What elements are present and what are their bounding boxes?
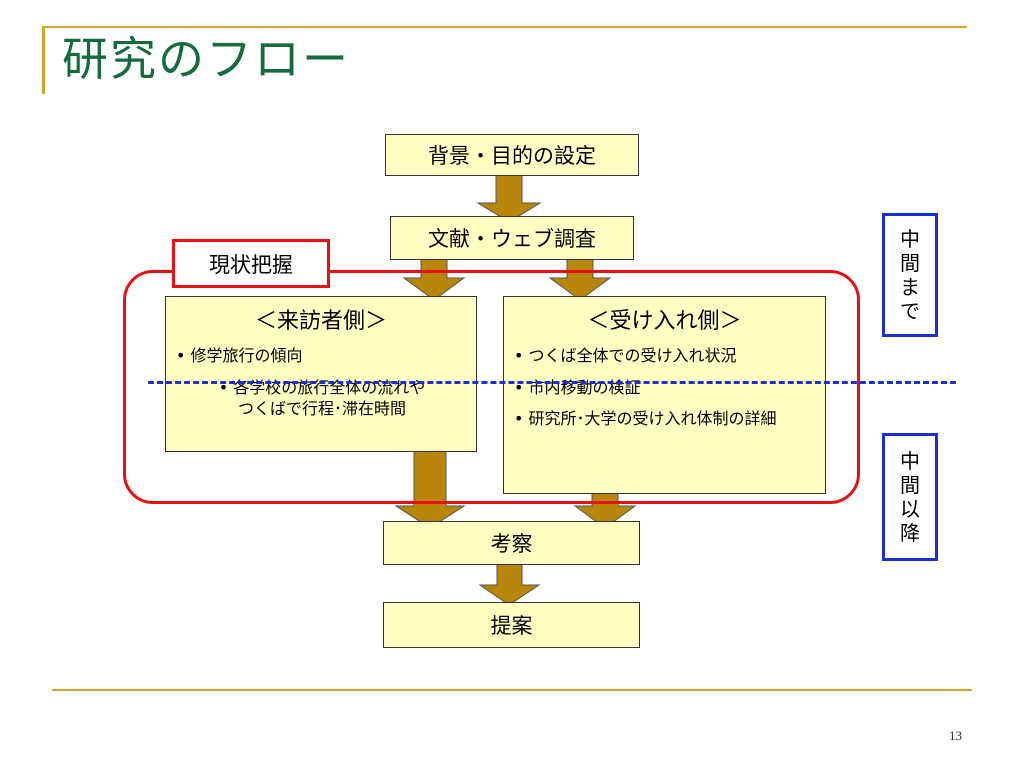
page-number: 13 (949, 728, 962, 743)
until-midterm-char: で (900, 299, 920, 323)
until-midterm-char: 間 (900, 251, 920, 275)
consideration-box: 考察 (383, 521, 640, 565)
until-midterm-label: 中 間 ま で (882, 213, 938, 337)
after-midterm-label: 中 間 以 降 (882, 433, 938, 561)
host-bullet: • 市内移動の検証 (514, 377, 641, 397)
arrow-consideration-to-proposal (478, 561, 541, 606)
after-midterm-char: 降 (900, 521, 920, 545)
consideration-label: 考察 (490, 532, 533, 556)
visitor-side-title: ＜来訪者側＞ (254, 309, 387, 334)
host-bullet: • 研究所･大学の受け入れ体制の詳細 (514, 409, 777, 429)
current-state-label: 現状把握 (172, 239, 330, 288)
title-accent-horizontal (42, 26, 967, 28)
background-purpose-label: 背景・目的の設定 (428, 144, 596, 168)
after-midterm-char: 中 (900, 449, 920, 473)
host-bullet: • つくば全体での受け入れ状況 (514, 346, 737, 365)
after-midterm-char: 以 (900, 497, 920, 521)
until-midterm-char: ま (900, 275, 920, 299)
arrow-background-to-literature (476, 173, 542, 223)
literature-survey-box: 文献・ウェブ調査 (390, 216, 634, 260)
current-state-group-outline (123, 270, 860, 504)
background-purpose-box: 背景・目的の設定 (385, 134, 639, 176)
footer-accent-line (52, 689, 972, 691)
slide-title: 研究のフロー (62, 32, 350, 86)
after-midterm-char: 間 (900, 473, 920, 497)
proposal-label: 提案 (490, 614, 533, 638)
midterm-divider (148, 381, 956, 384)
until-midterm-char: 中 (900, 227, 920, 251)
title-accent-vertical (42, 26, 45, 94)
literature-survey-label: 文献・ウェブ調査 (428, 227, 596, 251)
host-side-box: ＜受け入れ側＞ • つくば全体での受け入れ状況 • 市内移動の検証 • 研究所･… (503, 296, 826, 494)
visitor-bullet: • 修学旅行の傾向 (176, 346, 303, 365)
visitor-side-box: ＜来訪者側＞ • 修学旅行の傾向 • 各学校の旅行全体の流れや つくばで行程･滞… (165, 296, 477, 452)
proposal-box: 提案 (383, 602, 640, 648)
arrow-visitor-to-consideration (394, 449, 466, 529)
host-side-title: ＜受け入れ側＞ (587, 309, 742, 334)
